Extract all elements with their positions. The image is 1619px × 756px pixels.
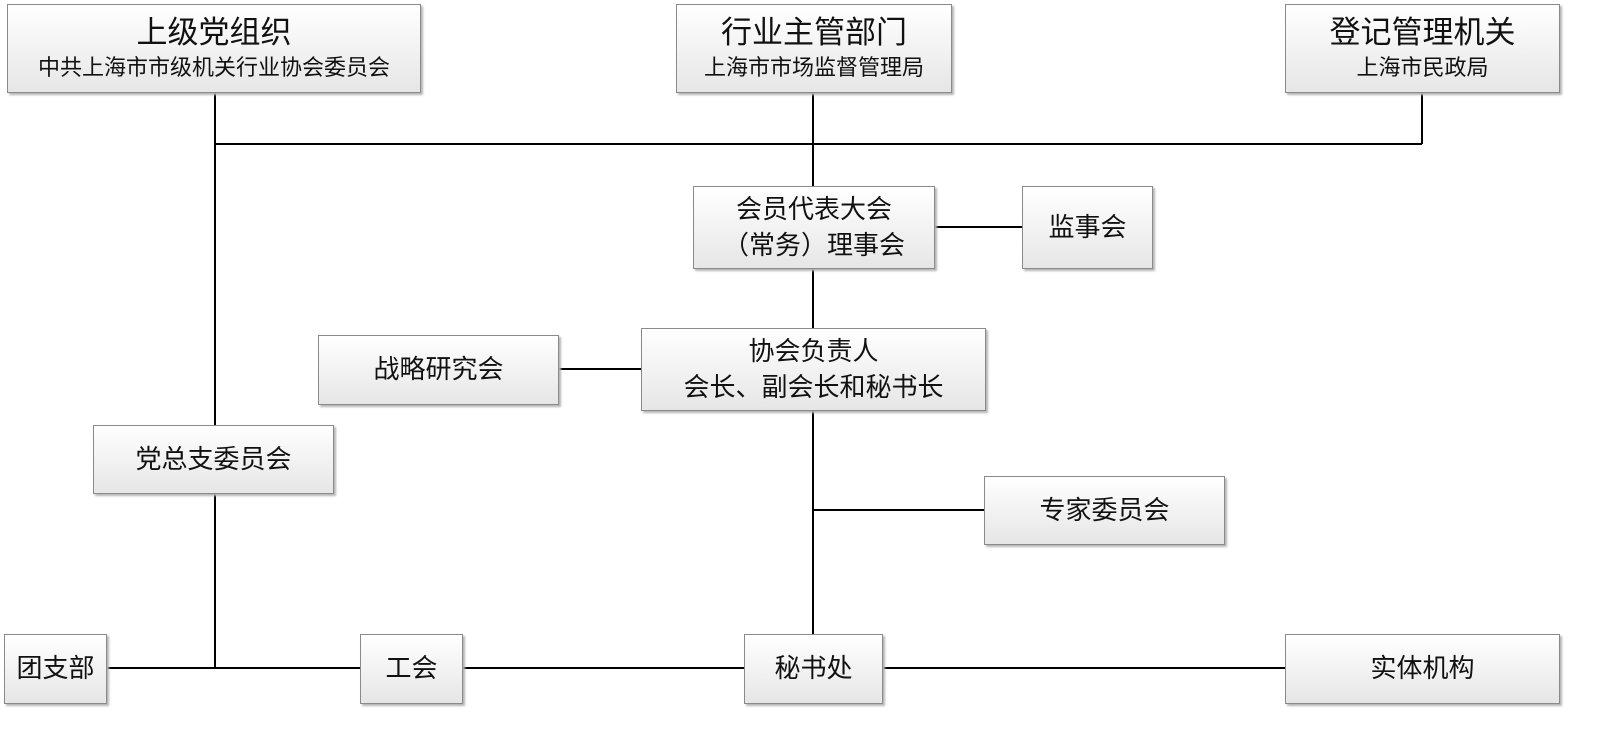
node-subtitle: 中共上海市市级机关行业协会委员会 — [37, 55, 390, 81]
node-youth-league: 团支部 — [4, 634, 107, 704]
node-label: 党总支委员会 — [135, 444, 292, 475]
node-congress: 会员代表大会 （常务）理事会 — [693, 186, 935, 269]
node-line: 会员代表大会 — [735, 194, 892, 225]
node-line: 会长、副会长和秘书长 — [683, 372, 944, 403]
node-line: 协会负责人 — [748, 336, 879, 367]
node-union: 工会 — [360, 634, 463, 704]
node-label: 监事会 — [1048, 212, 1127, 243]
node-label: 战略研究会 — [373, 355, 504, 385]
node-experts: 专家委员会 — [984, 476, 1225, 545]
node-registration: 登记管理机关 上海市民政局 — [1285, 4, 1560, 93]
node-subtitle: 上海市市场监督管理局 — [703, 55, 924, 81]
node-party-parent: 上级党组织 中共上海市市级机关行业协会委员会 — [7, 4, 421, 93]
node-label: 实体机构 — [1370, 654, 1475, 684]
node-label: 工会 — [385, 654, 438, 684]
node-strategy: 战略研究会 — [318, 335, 559, 405]
node-label: 秘书处 — [774, 654, 853, 684]
node-party-branch: 党总支委员会 — [93, 425, 334, 494]
node-leaders: 协会负责人 会长、副会长和秘书长 — [641, 328, 986, 411]
node-title: 登记管理机关 — [1329, 14, 1516, 51]
node-secretariat: 秘书处 — [744, 634, 883, 704]
node-title: 上级党组织 — [136, 14, 292, 51]
node-supervisors: 监事会 — [1022, 186, 1153, 269]
node-entities: 实体机构 — [1285, 634, 1560, 704]
node-subtitle: 上海市民政局 — [1356, 55, 1489, 81]
node-industry-dept: 行业主管部门 上海市市场监督管理局 — [676, 4, 952, 93]
node-title: 行业主管部门 — [721, 14, 907, 51]
node-label: 团支部 — [16, 654, 95, 684]
node-label: 专家委员会 — [1039, 495, 1170, 526]
node-line: （常务）理事会 — [722, 230, 905, 261]
